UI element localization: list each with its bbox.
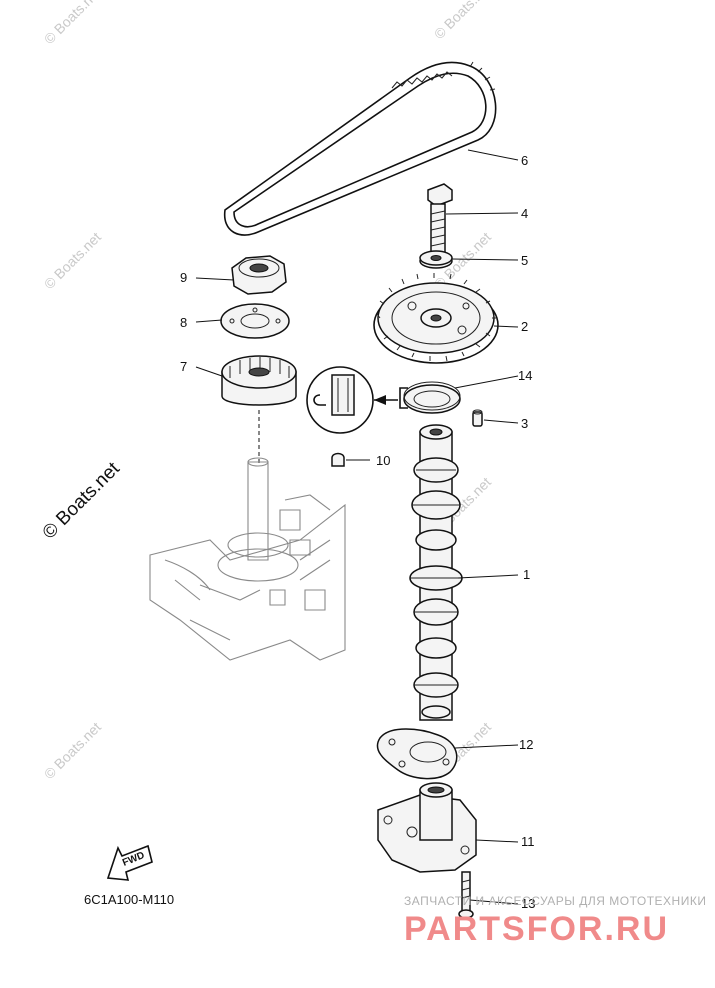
callout-number: 12 — [519, 737, 533, 752]
fwd-arrow-icon: FWD — [106, 844, 153, 881]
callout-number: 13 — [521, 896, 535, 911]
callout-number: 1 — [523, 567, 530, 582]
callout-numbers: 6 4 5 2 14 3 1 12 11 13 9 8 7 10 — [180, 153, 535, 911]
woodruff-key — [331, 452, 345, 467]
callout-number: 5 — [521, 253, 528, 268]
pump-bolt — [458, 871, 474, 919]
promo-brand-logo: PARTSFOR.RU — [404, 910, 669, 948]
driven-gear — [373, 273, 499, 364]
washer — [419, 250, 453, 269]
oil-seal — [399, 381, 461, 414]
plate — [220, 303, 290, 339]
callout-number: 4 — [521, 206, 528, 221]
diagram-code: 6C1A100-M110 — [84, 892, 174, 907]
timing-belt — [224, 61, 497, 236]
callout-number: 10 — [376, 453, 390, 468]
engine-block-ghost — [149, 457, 346, 661]
callout-number: 9 — [180, 270, 187, 285]
callout-number: 11 — [521, 834, 535, 849]
watermark-text: © Boats.net — [41, 0, 104, 47]
callout-number: 14 — [518, 368, 532, 383]
nut — [231, 255, 287, 295]
watermark-large: © Boats.net — [39, 458, 125, 544]
callout-number: 2 — [521, 319, 528, 334]
watermark-text: © Boats.net — [41, 719, 104, 782]
callout-number: 3 — [521, 416, 528, 431]
callout-number: 6 — [521, 153, 528, 168]
callout-number: 8 — [180, 315, 187, 330]
bolt — [427, 183, 453, 255]
watermark-text: © Boats.net — [41, 229, 104, 292]
watermark-text: © Boats.net — [431, 0, 494, 42]
oil-pump — [377, 782, 477, 873]
promo-tagline: ЗАПЧАСТИ И АКСЕССУАРЫ ДЛЯ МОТОТЕХНИКИ — [404, 894, 706, 908]
callout-lines — [195, 149, 519, 905]
seal-detail-inset — [306, 366, 398, 434]
drive-gear — [221, 355, 297, 406]
dowel-pin — [472, 409, 483, 427]
gasket — [376, 728, 458, 780]
callout-number: 7 — [180, 359, 187, 374]
camshaft — [409, 424, 463, 721]
